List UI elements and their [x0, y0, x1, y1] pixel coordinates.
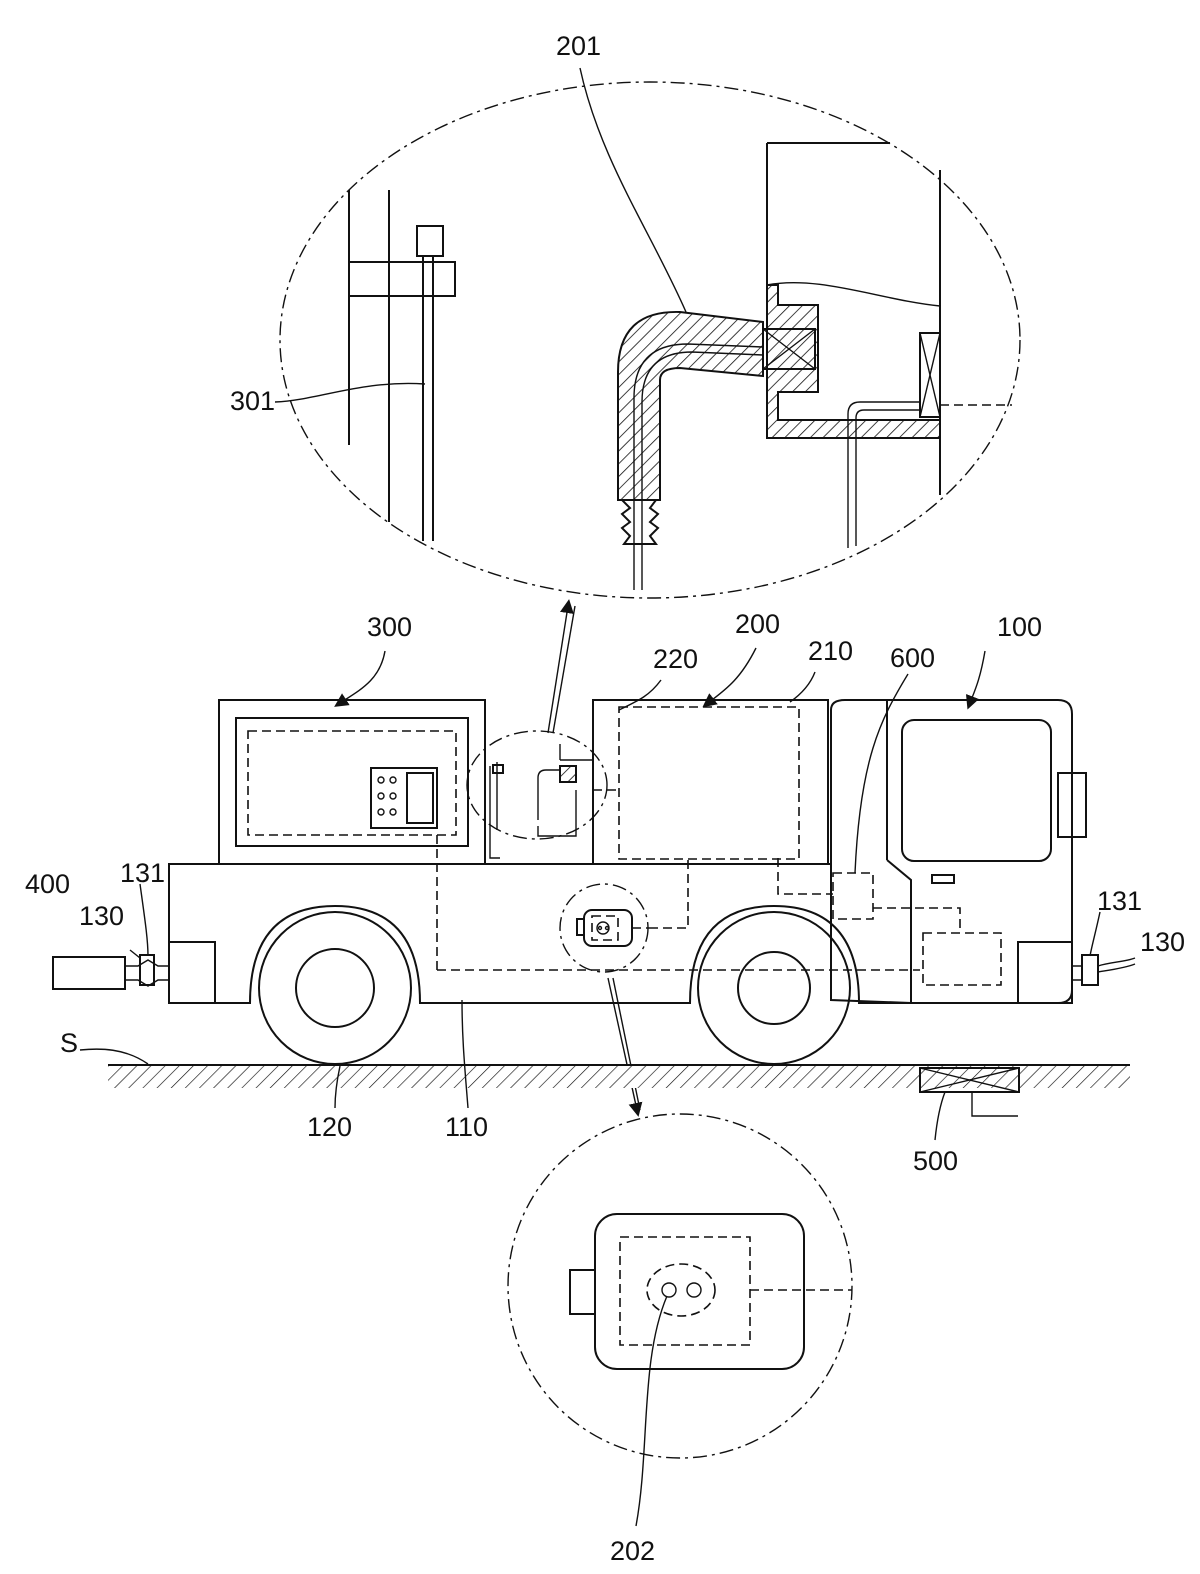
- label-130-left: 130: [79, 901, 124, 931]
- tank-200: [593, 700, 828, 864]
- vehicle: [53, 648, 1135, 1140]
- cable-400: [53, 957, 125, 989]
- label-301: 301: [230, 386, 275, 416]
- label-202: 202: [610, 1536, 655, 1566]
- bottom-detail-view: [508, 1114, 852, 1526]
- wheel-rear: [259, 912, 411, 1064]
- label-130-right: 130: [1140, 927, 1185, 957]
- label-300: 300: [367, 612, 412, 642]
- bottom-detail-outline: [508, 1114, 852, 1458]
- label-200: 200: [735, 609, 780, 639]
- label-131-left: 131: [120, 858, 165, 888]
- label-s: S: [60, 1028, 78, 1058]
- label-400: 400: [25, 869, 70, 899]
- label-110: 110: [445, 1112, 488, 1142]
- cabinet-300: [219, 700, 485, 864]
- cab-100: [831, 700, 1072, 1003]
- label-600: 600: [890, 643, 935, 673]
- control-box-600: [833, 873, 873, 919]
- label-120: 120: [307, 1112, 352, 1142]
- cab-window: [902, 720, 1051, 861]
- wheel-front: [698, 912, 850, 1064]
- label-201: 201: [556, 31, 601, 61]
- label-220: 220: [653, 644, 698, 674]
- label-210: 210: [808, 636, 853, 666]
- label-100: 100: [997, 612, 1042, 642]
- label-131-right: 131: [1097, 886, 1142, 916]
- label-500: 500: [913, 1146, 958, 1176]
- chassis-110: [169, 864, 911, 1003]
